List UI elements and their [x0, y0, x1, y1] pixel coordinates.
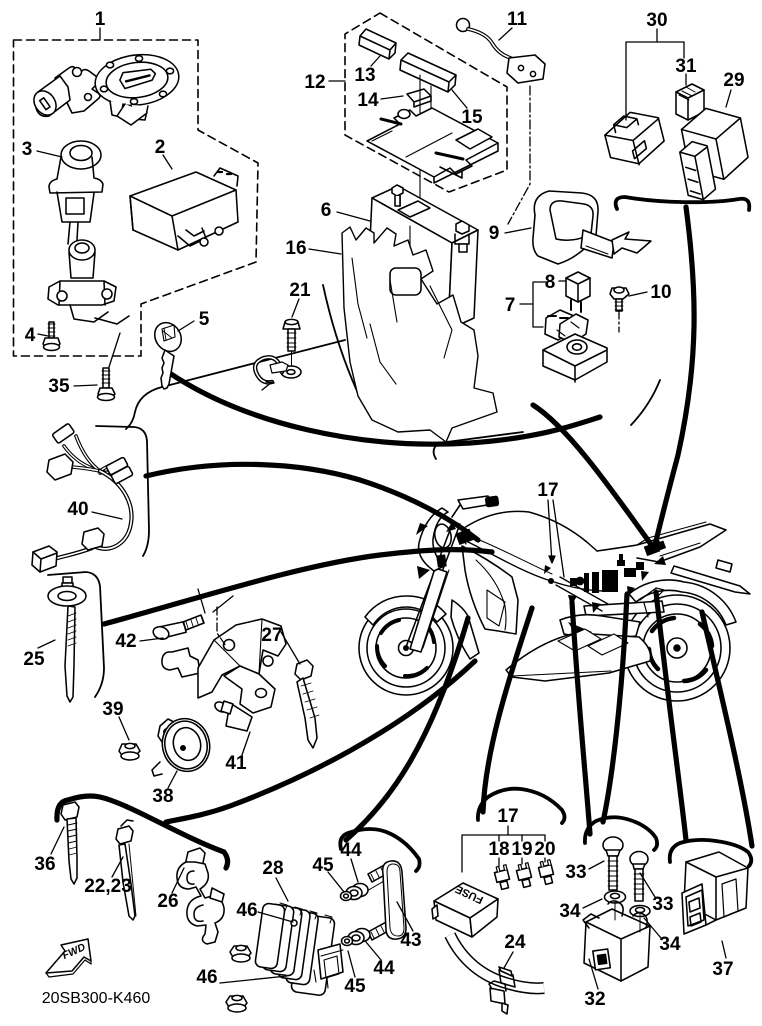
svg-text:10: 10	[650, 282, 671, 303]
svg-text:5: 5	[199, 309, 210, 330]
svg-text:44: 44	[373, 958, 395, 979]
svg-text:17: 17	[497, 806, 518, 827]
svg-text:27: 27	[261, 625, 282, 646]
svg-text:26: 26	[157, 891, 178, 912]
svg-text:25: 25	[23, 649, 45, 670]
svg-text:4: 4	[25, 325, 36, 346]
svg-text:37: 37	[712, 959, 733, 980]
svg-text:21: 21	[289, 280, 311, 301]
svg-text:12: 12	[304, 72, 325, 93]
svg-text:35: 35	[48, 376, 70, 397]
svg-text:13: 13	[354, 65, 375, 86]
svg-text:2: 2	[155, 137, 166, 158]
svg-text:40: 40	[67, 499, 88, 520]
svg-text:34: 34	[559, 901, 581, 922]
svg-text:42: 42	[115, 631, 136, 652]
svg-text:18: 18	[488, 839, 509, 860]
svg-text:11: 11	[507, 9, 528, 30]
svg-text:20SB300-K460: 20SB300-K460	[42, 990, 151, 1007]
svg-text:30: 30	[646, 10, 667, 31]
svg-text:33: 33	[565, 862, 586, 883]
svg-text:46: 46	[236, 900, 257, 921]
svg-text:19: 19	[511, 839, 532, 860]
svg-text:20: 20	[534, 839, 555, 860]
svg-text:45: 45	[312, 855, 334, 876]
svg-text:14: 14	[357, 90, 379, 111]
svg-text:6: 6	[321, 200, 332, 221]
svg-text:22,23: 22,23	[84, 876, 132, 897]
svg-text:46: 46	[196, 967, 217, 988]
svg-text:32: 32	[584, 989, 605, 1010]
svg-text:17: 17	[537, 480, 558, 501]
svg-text:41: 41	[225, 753, 247, 774]
svg-text:39: 39	[102, 699, 123, 720]
svg-text:43: 43	[400, 930, 421, 951]
svg-text:16: 16	[285, 238, 306, 259]
svg-text:24: 24	[504, 932, 526, 953]
svg-text:28: 28	[262, 858, 283, 879]
svg-text:36: 36	[34, 854, 55, 875]
svg-text:34: 34	[659, 934, 681, 955]
svg-text:31: 31	[675, 56, 697, 77]
svg-text:29: 29	[723, 70, 744, 91]
svg-text:1: 1	[95, 9, 106, 30]
svg-text:15: 15	[461, 107, 483, 128]
svg-text:8: 8	[545, 272, 556, 293]
svg-text:7: 7	[505, 295, 516, 316]
svg-text:9: 9	[489, 223, 500, 244]
svg-text:33: 33	[652, 894, 673, 915]
svg-text:38: 38	[152, 786, 173, 807]
svg-text:44: 44	[340, 840, 362, 861]
svg-text:3: 3	[22, 139, 33, 160]
svg-text:45: 45	[344, 976, 366, 997]
